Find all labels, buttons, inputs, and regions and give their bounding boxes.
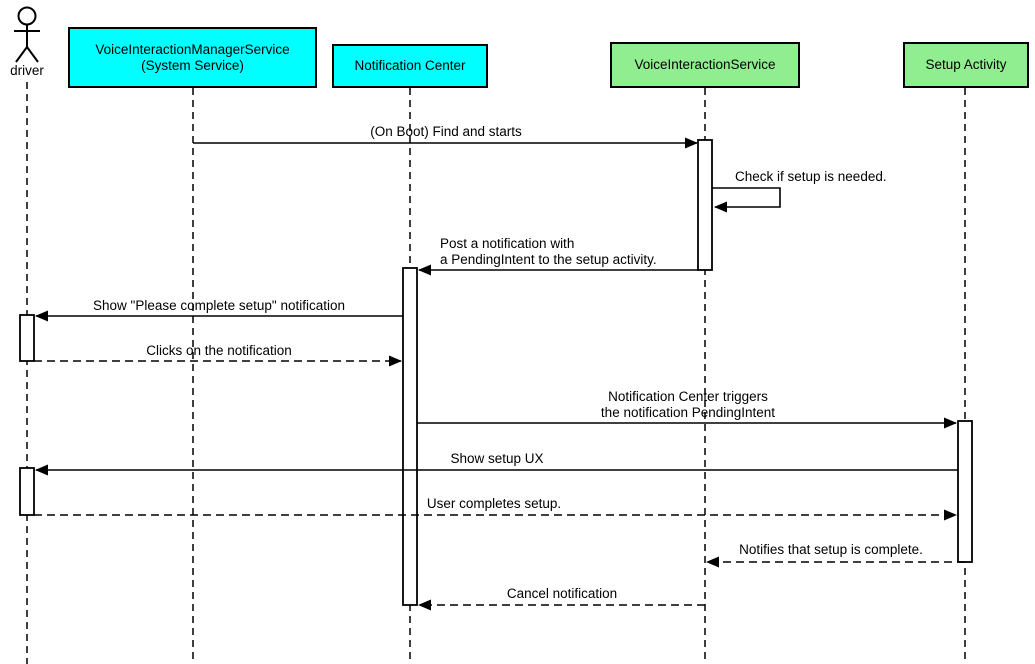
activation-setup-activity (957, 420, 973, 563)
message-label-check-if-setup-is-needed: Check if setup is needed. (735, 169, 887, 184)
message-label-cancel-notification: Cancel notification (506, 586, 618, 601)
participant-notification-center: Notification Center (332, 44, 488, 88)
participant-voice-interaction-manager-service: VoiceInteractionManagerService (System S… (68, 27, 317, 88)
activation-driver-1 (19, 314, 35, 362)
participant-label: VoiceInteractionService (634, 57, 776, 72)
participant-label: VoiceInteractionManagerService (System S… (95, 41, 290, 73)
message-label-show-please-complete-setup: Show "Please complete setup" notificatio… (93, 298, 345, 313)
message-label-clicks-on-the-notification: Clicks on the notification (146, 343, 292, 358)
message-label-user-completes-setup: User completes setup. (426, 496, 562, 511)
participant-label: Notification Center (354, 58, 466, 73)
activation-notification-center (402, 267, 418, 606)
arrow-check-if-setup-is-needed (712, 187, 781, 213)
message-label-notifies-setup-complete: Notifies that setup is complete. (739, 542, 923, 557)
participant-label: Setup Activity (925, 57, 1007, 72)
activation-voice-interaction-service (697, 139, 713, 271)
participant-setup-activity: Setup Activity (903, 42, 1029, 88)
message-label-post-a-notification: Post a notification with a PendingIntent… (440, 236, 657, 267)
message-label-show-setup-ux: Show setup UX (450, 451, 544, 466)
message-label-triggers-pendingintent: Notification Center triggers the notific… (600, 389, 776, 420)
actor-driver-icon (14, 6, 40, 63)
participant-voice-interaction-service: VoiceInteractionService (610, 42, 800, 88)
message-label-on-boot-find-and-starts: (On Boot) Find and starts (370, 124, 522, 139)
actor-driver-label: driver (10, 63, 44, 78)
activation-driver-2 (19, 467, 35, 516)
